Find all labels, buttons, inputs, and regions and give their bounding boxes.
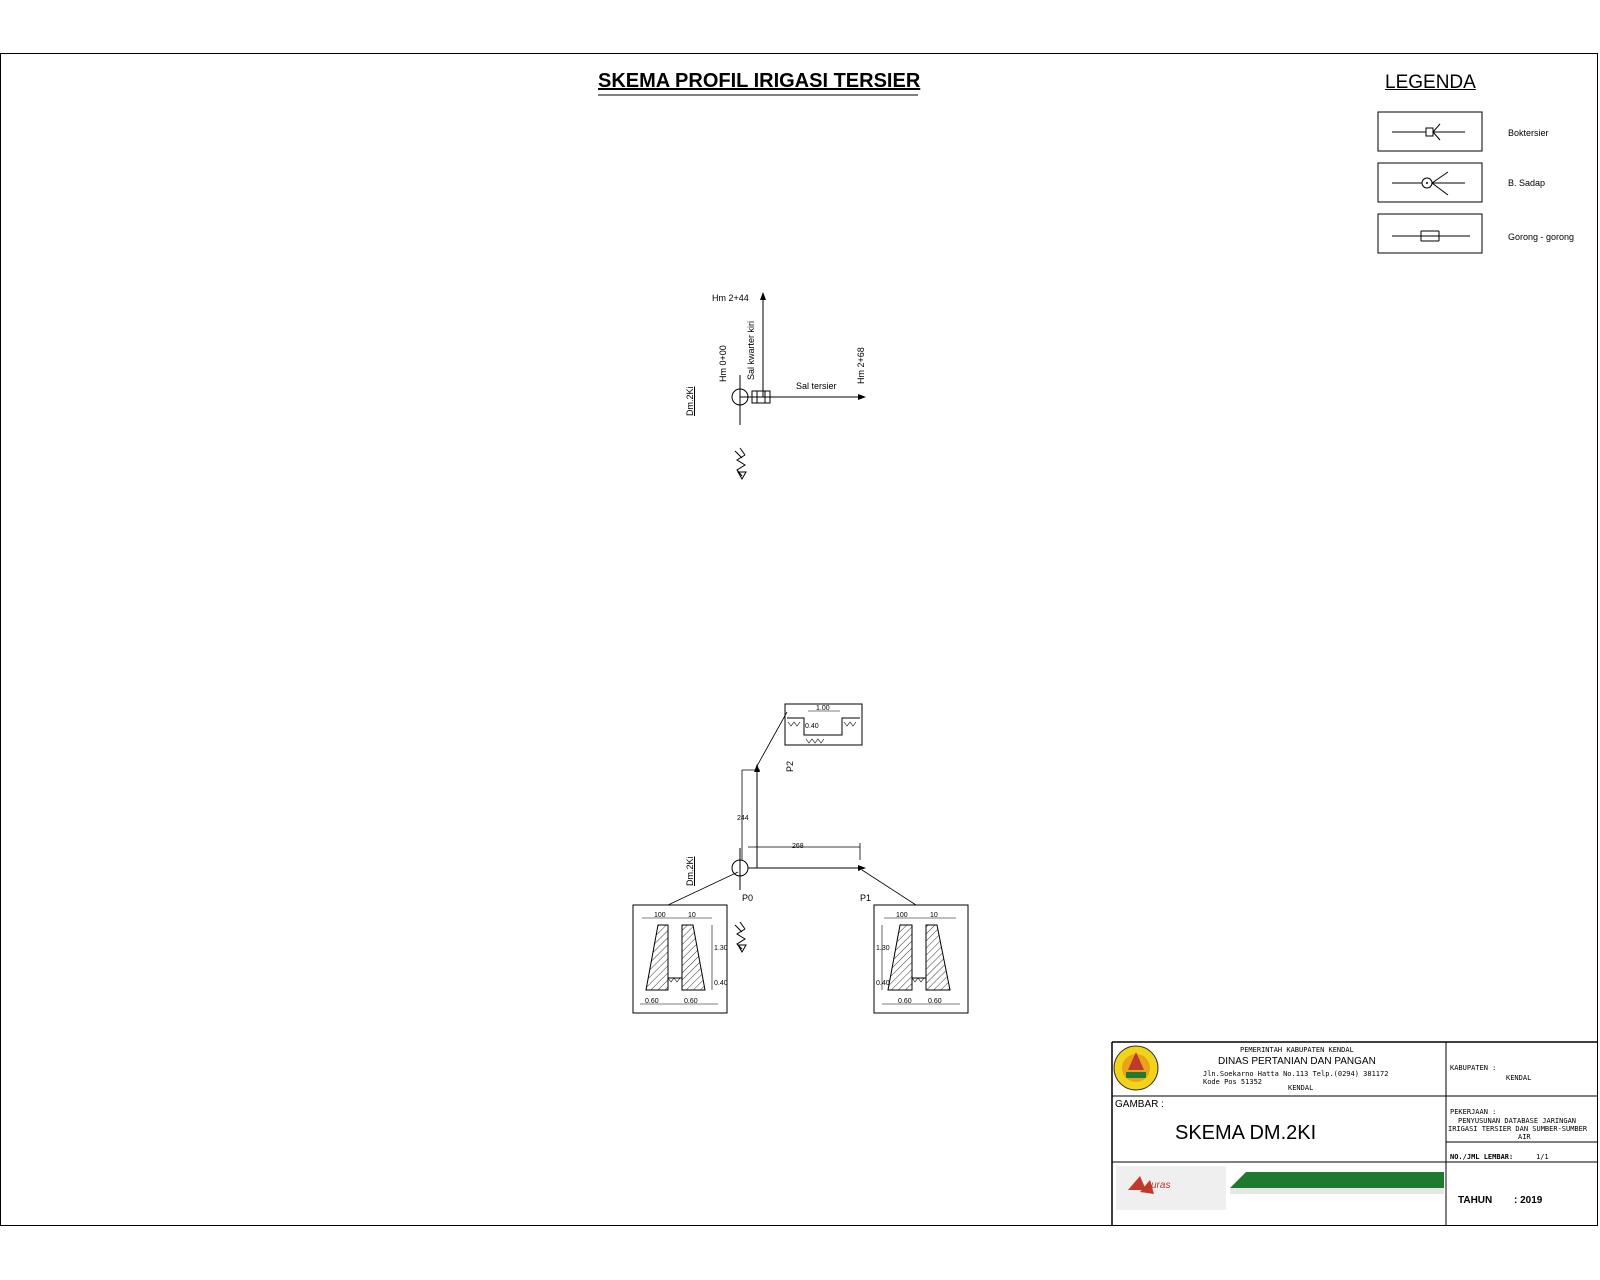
p0-label: P0 [742,893,754,903]
scheme-network [731,292,866,481]
consultant-logo [1128,1176,1154,1194]
legend-label-boks-tersier: Boktersier [1508,128,1549,138]
tb-pekerjaan-line3: AIR [1518,1133,1531,1141]
quarter-channel-label: Sal kwarter kiri [746,320,756,380]
page-title: SKEMA PROFIL IRIGASI TERSIER [598,70,921,92]
p1-bottom-left: 0.60 [898,998,912,1005]
tb-tahun-label: TAHUN [1458,1195,1493,1206]
p0-wall: 10 [688,912,696,919]
p0-bottom-left: 0.60 [645,998,659,1005]
tb-pekerjaan-line2: IRIGASI TERSIER DAN SUMBER-SUMBER [1448,1125,1588,1133]
p1-base: 0.40 [876,980,890,987]
p1-wall: 10 [930,912,938,919]
tb-city: KENDAL [1288,1084,1314,1092]
hm-end-label: Hm 2+68 [856,347,866,384]
tb-kabupaten-value: KENDAL [1506,1074,1532,1082]
section-p2 [784,703,863,746]
hm-top-label: Hm 2+44 [712,293,749,303]
legend-label-b-sadap: B. Sadap [1508,178,1546,188]
tb-lembar-value: 1/1 [1536,1153,1549,1161]
tb-postal: Kode Pos 51352 [1203,1078,1263,1086]
legend-box-boks-tersier [1377,111,1483,152]
p0-height: 1.30 [714,945,728,952]
scheme-node-label: Dm.2Ki [685,386,695,416]
tb-tahun-value: : 2019 [1514,1195,1543,1206]
legend-title: LEGENDA [1385,72,1476,93]
p1-label: P1 [860,893,872,903]
legend-label-gorong-gorong: Gorong - gorong [1508,232,1575,242]
profile-network [667,711,917,954]
p1-mid-width: 100 [896,912,908,919]
tb-agency: DINAS PERTANIAN DAN PANGAN [1218,1056,1376,1067]
tb-government: PEMERINTAH KABUPATEN KENDAL [1240,1046,1354,1054]
p0-base: 0.40 [714,980,728,987]
section-p0 [632,904,728,1014]
legend-box-gorong-gorong [1377,213,1483,254]
p2-top-width: 1.00 [816,705,830,712]
profile-node-label: Dm.2Ki [685,856,695,886]
tb-gambar-value: SKEMA DM.2KI [1175,1122,1317,1144]
hm-start-label: Hm 0+00 [718,345,728,382]
p2-depth: 0.40 [805,723,819,730]
vertical-length-label: 244 [737,815,749,822]
tb-address: Jln.Soekarno Hatta No.113 Telp.(0294) 38… [1203,1070,1389,1078]
drawing-frame [0,53,1598,1226]
tb-pekerjaan-label: PEKERJAAN : [1450,1108,1497,1116]
horizontal-length-label: 268 [792,843,804,850]
p0-bottom-right: 0.60 [684,998,698,1005]
p1-height: 1.30 [876,945,890,952]
legend-box-b-sadap [1377,162,1483,203]
tb-kabupaten-label: KABUPATEN : [1450,1064,1497,1072]
tb-lembar-label: NO./JML LEMBAR: [1450,1153,1514,1161]
p1-bottom-right: 0.60 [928,998,942,1005]
tb-gambar-label: GAMBAR : [1115,1099,1164,1110]
section-p1 [873,904,969,1014]
tertiary-channel-label: Sal tersier [796,381,837,391]
p2-label: P2 [785,760,795,772]
p0-mid-width: 100 [654,912,666,919]
regency-logo [1113,1045,1159,1091]
tb-pekerjaan-line1: PENYUSUNAN DATABASE JARINGAN [1458,1117,1577,1125]
tb-consultant: curas [1146,1180,1171,1191]
